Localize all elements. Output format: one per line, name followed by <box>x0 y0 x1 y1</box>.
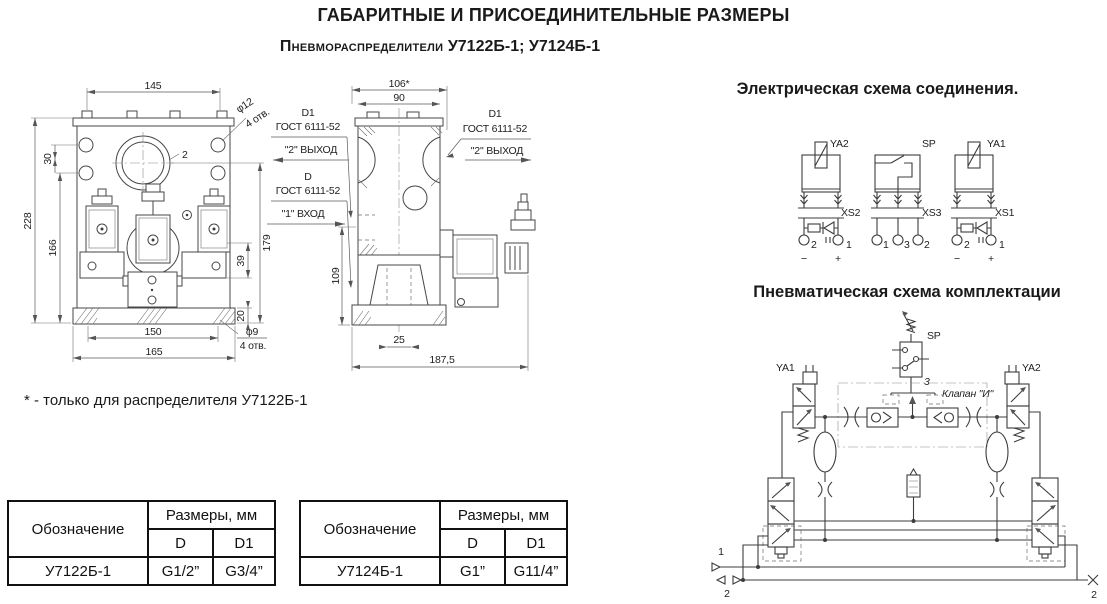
terminal-2: 2 <box>964 239 970 251</box>
footnote: * - только для распределителя У7122Б-1 <box>24 392 308 409</box>
pneumatic-schematic: SP 3 Клапан "И" YA1 <box>711 311 1099 601</box>
dim-145: 145 <box>145 80 162 92</box>
coil-ya2: YA2 XS2 2 1 − + <box>798 138 861 265</box>
terminal-3: 3 <box>904 239 910 251</box>
dim-150: 150 <box>145 326 162 338</box>
label-ya2: YA2 <box>830 138 849 150</box>
connection-lines <box>794 520 1032 541</box>
cell-d-value: G1” <box>439 556 506 586</box>
label-ya1: YA1 <box>987 138 1006 150</box>
pressure-switch-sp: SP 3 <box>892 311 941 393</box>
dim-187-5: 187,5 <box>429 354 455 366</box>
receiver-right <box>985 415 1009 542</box>
ann-d1-gost: ГОСТ 6111-52 <box>463 123 528 135</box>
col-designation: Обозначение <box>299 500 441 558</box>
ann-in1: "1" ВХОД <box>282 208 325 220</box>
side-view-drawing: 106* 90 109 25 187,5 D1 ГОСТ 6111-52 "2"… <box>330 78 536 371</box>
coil-ya1: YA1 XS1 2 1 − + <box>951 138 1015 265</box>
and-valve-block: Клапан "И" <box>815 382 1007 448</box>
ann-d-gost: ГОСТ 6111-52 <box>276 185 341 197</box>
dim-166: 166 <box>47 239 59 256</box>
dim-20: 20 <box>235 310 247 322</box>
ann-out2: "2" ВЫХОД <box>285 144 338 156</box>
label-sp: SP <box>927 330 941 342</box>
col-d1: D1 <box>212 528 276 558</box>
side-view-port-annotations: D1 ГОСТ 6111-52 "2" ВЫХОД <box>446 108 531 163</box>
col-d1: D1 <box>504 528 568 558</box>
front-view-body <box>72 110 236 325</box>
polarity-plus: + <box>988 253 994 265</box>
cell-d1-value: G11/4” <box>504 556 568 586</box>
label-and-valve: Клапан "И" <box>942 388 995 400</box>
cell-model: У7122Б-1 <box>7 556 149 586</box>
port-2-label: 2 <box>182 149 188 161</box>
terminal-2: 2 <box>924 239 930 251</box>
page-subtitle: Пневмораспределители У7122Б-1; У7124Б-1 <box>160 38 720 56</box>
label-xs1: XS1 <box>995 207 1015 219</box>
port-1-label: 1 <box>718 546 724 558</box>
ann-out2: "2" ВЫХОД <box>471 145 524 157</box>
ann-d1-gost: ГОСТ 6111-52 <box>276 121 341 133</box>
filter-silencer <box>906 467 921 523</box>
ann-d: D <box>304 171 312 183</box>
col-d: D <box>147 528 214 558</box>
dim-106: 106* <box>389 78 410 90</box>
dim-39: 39 <box>235 255 247 267</box>
hole-dia-9-qty: 4 отв. <box>240 340 266 352</box>
cell-d1-value: G3/4” <box>212 556 276 586</box>
page-title: ГАБАРИТНЫЕ И ПРИСОЕДИНИТЕЛЬНЫЕ РАЗМЕРЫ <box>317 5 790 25</box>
label-sp: SP <box>922 138 936 150</box>
terminal-1: 1 <box>846 239 852 251</box>
dim-228: 228 <box>22 212 34 229</box>
main-valve-left <box>762 477 802 562</box>
ann-d1: D1 <box>488 108 501 120</box>
electrical-schematic: YA2 XS2 2 1 − + SP XS3 1 3 <box>798 138 1015 265</box>
pneumatic-title: Пневматическая схема комплектации <box>753 283 1061 301</box>
hole-dia-12: φ12 <box>234 96 256 116</box>
side-view-body <box>351 108 536 332</box>
front-view-drawing: 145 228 166 30 179 39 <box>22 80 353 362</box>
table-u7122: Обозначение Размеры, мм D D1 У7122Б-1 G1… <box>7 500 276 586</box>
ann-d1: D1 <box>301 107 314 119</box>
polarity-minus: − <box>954 253 960 265</box>
subtitle-word: Пневмораспределители <box>279 38 444 55</box>
table-u7124: Обозначение Размеры, мм D D1 У7124Б-1 G1… <box>299 500 568 586</box>
label-xs3: XS3 <box>922 207 942 219</box>
col-sizes: Размеры, мм <box>147 500 276 530</box>
port-2-label-right: 2 <box>1091 589 1097 601</box>
front-view-port-annotations: D1 ГОСТ 6111-52 "2" ВЫХОД D ГОСТ 6111-52… <box>267 107 353 288</box>
label-ya2: YA2 <box>1022 362 1041 374</box>
polarity-minus: − <box>801 253 807 265</box>
port-lines: 1 2 2 <box>711 535 1099 601</box>
dim-165: 165 <box>146 346 163 358</box>
dim-109: 109 <box>330 267 342 284</box>
dim-25: 25 <box>393 334 405 346</box>
label-xs2: XS2 <box>841 207 861 219</box>
terminal-2: 2 <box>811 239 817 251</box>
dim-30: 30 <box>42 153 54 165</box>
label-ya1: YA1 <box>776 362 795 374</box>
electrical-title: Электрическая схема соединения. <box>736 80 1019 98</box>
cell-model: У7124Б-1 <box>299 556 441 586</box>
receiver-left <box>813 415 837 542</box>
subtitle-models: У7122Б-1; У7124Б-1 <box>447 38 601 55</box>
polarity-plus: + <box>835 253 841 265</box>
col-d: D <box>439 528 506 558</box>
dim-90: 90 <box>393 92 405 104</box>
label-node-3: 3 <box>924 376 930 388</box>
port-2-label-left: 2 <box>724 588 730 600</box>
switch-sp: SP XS3 1 3 2 <box>871 138 942 251</box>
terminal-1: 1 <box>999 239 1005 251</box>
terminal-1: 1 <box>883 239 889 251</box>
side-view-dimensions: 106* 90 109 25 187,5 <box>330 78 529 371</box>
pilot-valve-ya2: YA2 <box>1004 362 1041 478</box>
cell-d-value: G1/2” <box>147 556 214 586</box>
pilot-valve-ya1: YA1 <box>776 362 818 478</box>
hole-dia-9: φ9 <box>246 326 259 338</box>
dim-179: 179 <box>261 234 273 251</box>
col-sizes: Размеры, мм <box>439 500 568 530</box>
main-valve-right <box>1026 477 1066 562</box>
col-designation: Обозначение <box>7 500 149 558</box>
